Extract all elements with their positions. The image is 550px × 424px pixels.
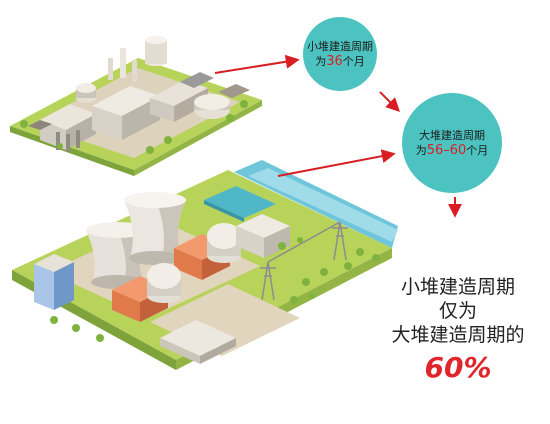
large-reactor-plant (12, 160, 398, 370)
large-bubble-title: 大堆建造周期 (419, 129, 485, 142)
turbine-halls (160, 214, 290, 364)
arrows (214, 54, 462, 218)
large-bubble-value: 为56–60个月 (415, 143, 489, 158)
summary-percentage: 60% (424, 351, 492, 384)
small-bubble-value: 为36个月 (315, 54, 365, 69)
small-reactor-period-bubble: 小堆建造周期 为36个月 (303, 17, 377, 91)
arrow-small-to-bubble (214, 54, 300, 74)
small-reactor-plant (10, 36, 262, 176)
summary-line-1: 小堆建造周期 (400, 276, 515, 298)
cooling-pool (204, 186, 276, 218)
small-plant-trees (20, 100, 248, 154)
comparison-summary: 小堆建造周期 仅为 大堆建造周期的 60% (372, 275, 544, 385)
arrow-bubble-to-bubble (379, 91, 400, 112)
small-bubble-title: 小堆建造周期 (307, 40, 373, 53)
blue-building (34, 254, 74, 310)
summary-line-2: 仅为 (438, 300, 477, 322)
arrow-large-to-bubble (277, 149, 396, 177)
power-pylons (260, 221, 348, 301)
cooling-towers (86, 192, 186, 289)
summary-line-3: 大堆建造周期的 (391, 324, 525, 346)
large-reactor-period-bubble: 大堆建造周期 为56–60个月 (402, 93, 502, 193)
large-plant-trees (50, 237, 380, 342)
reactor-buildings (112, 223, 241, 322)
small-plant-buildings (28, 36, 250, 152)
